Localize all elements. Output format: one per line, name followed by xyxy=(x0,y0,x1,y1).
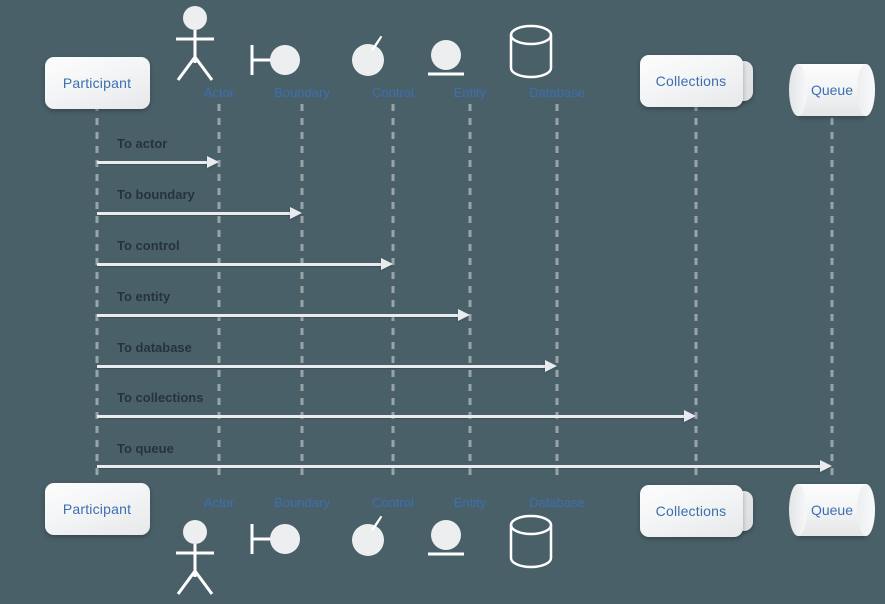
stick-figure-icon xyxy=(171,519,219,599)
lifeline-box-queue-bottom[interactable]: Queue xyxy=(789,484,875,536)
boundary-icon xyxy=(246,516,302,560)
message-line-4[interactable] xyxy=(97,365,545,368)
lifeline-label-boundary-bottom: Boundary xyxy=(274,495,330,510)
lifeline-box-collections-top[interactable]: Collections xyxy=(639,55,743,107)
boundary-icon xyxy=(246,37,302,81)
message-arrowhead-1 xyxy=(290,207,302,219)
queue-box-cap-right-top xyxy=(857,64,875,116)
message-line-2[interactable] xyxy=(97,263,381,266)
message-line-3[interactable] xyxy=(97,314,458,317)
database-icon xyxy=(505,23,557,81)
message-label-1: To boundary xyxy=(117,187,195,202)
message-arrowhead-5 xyxy=(684,410,696,422)
message-line-1[interactable] xyxy=(97,212,290,215)
message-label-0: To actor xyxy=(117,136,168,151)
lifeline-box-participant-bottom[interactable]: Participant xyxy=(44,483,150,535)
message-arrowhead-3 xyxy=(458,309,470,321)
lifeline-box-label: Collections xyxy=(655,503,727,519)
lifeline-box-label: Participant xyxy=(62,75,132,91)
lifeline-label-database-bottom: Database xyxy=(529,495,585,510)
lifeline-actor xyxy=(217,104,221,480)
lifeline-box-queue-top[interactable]: Queue xyxy=(789,64,875,116)
lifeline-box-label: Participant xyxy=(62,501,132,517)
queue-box-cap-right-bottom xyxy=(857,484,875,536)
entity-icon xyxy=(422,517,470,561)
message-arrowhead-2 xyxy=(381,258,393,270)
lifeline-control xyxy=(391,104,395,480)
queue-box-body-bottom xyxy=(798,484,866,536)
database-icon xyxy=(505,513,557,571)
control-icon xyxy=(345,33,393,81)
lifeline-collections xyxy=(694,104,698,480)
lifeline-label-database-top: Database xyxy=(529,85,585,100)
message-label-6: To queue xyxy=(117,441,174,456)
queue-box-cap-left-bottom xyxy=(789,484,807,536)
lifeline-label-entity-top: Entity xyxy=(453,85,487,100)
lifeline-queue xyxy=(830,104,834,480)
lifeline-box-collections-bottom[interactable]: Collections xyxy=(639,485,743,537)
message-label-3: To entity xyxy=(117,289,171,304)
message-line-5[interactable] xyxy=(97,415,684,418)
message-arrowhead-0 xyxy=(207,156,219,168)
lifeline-box-label: Collections xyxy=(655,73,727,89)
lifeline-label-control-top: Control xyxy=(372,85,414,100)
message-line-6[interactable] xyxy=(97,465,820,468)
lifeline-entity xyxy=(468,104,472,480)
queue-box-cap-left-top xyxy=(789,64,807,116)
message-arrowhead-4 xyxy=(545,360,557,372)
message-label-5: To collections xyxy=(117,390,204,405)
lifeline-boundary xyxy=(300,104,304,480)
lifeline-label-actor-top: Actor xyxy=(203,85,235,100)
lifeline-box-participant-top[interactable]: Participant xyxy=(44,57,150,109)
lifeline-label-actor-bottom: Actor xyxy=(203,495,235,510)
lifeline-database xyxy=(555,104,559,480)
queue-box-body-top xyxy=(798,64,866,116)
lifeline-label-control-bottom: Control xyxy=(372,495,414,510)
message-line-0[interactable] xyxy=(97,161,207,164)
lifeline-box-label: Queue xyxy=(810,82,854,98)
message-label-4: To database xyxy=(117,340,192,355)
entity-icon xyxy=(422,37,470,81)
control-icon xyxy=(345,513,393,561)
message-label-2: To control xyxy=(117,238,180,253)
message-arrowhead-6 xyxy=(820,460,832,472)
stick-figure-icon xyxy=(171,5,219,85)
lifeline-label-entity-bottom: Entity xyxy=(453,495,487,510)
lifeline-box-label: Queue xyxy=(810,502,854,518)
lifeline-label-boundary-top: Boundary xyxy=(274,85,330,100)
lifeline-participant xyxy=(95,104,99,480)
